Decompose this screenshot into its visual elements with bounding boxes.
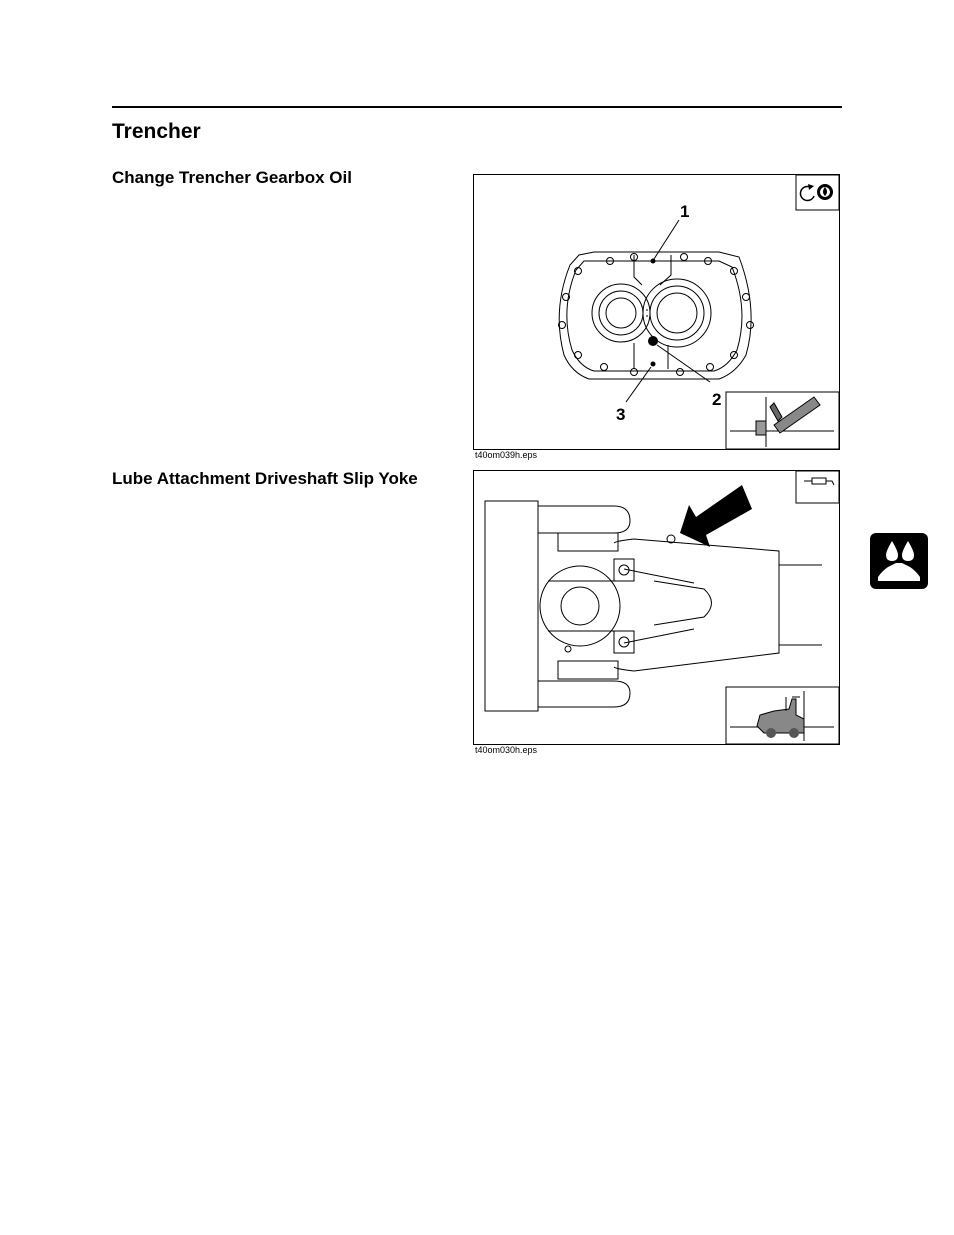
slip-yoke-figure — [473, 470, 840, 745]
change-oil-icon — [795, 175, 839, 211]
procedure-heading-gearbox-oil: Change Trencher Gearbox Oil — [112, 168, 352, 187]
level-plug — [648, 336, 658, 346]
figure-caption-gearbox: t40om039h.eps — [475, 450, 538, 460]
callout-3: 3 — [616, 405, 625, 424]
callout-2: 2 — [712, 390, 721, 409]
slip-yoke-assembly — [538, 505, 822, 708]
lube-point-arrow — [680, 485, 752, 547]
maintenance-thumb-tab — [870, 533, 928, 589]
tractor-location-icon — [725, 686, 839, 744]
procedure-heading-slip-yoke: Lube Attachment Driveshaft Slip Yoke — [112, 469, 418, 488]
gearbox-housing — [558, 251, 754, 380]
grease-gun-icon — [795, 471, 839, 504]
section-title: Trencher — [112, 120, 201, 143]
trencher-attachment-icon — [725, 391, 839, 449]
fluids-maintenance-icon — [878, 541, 920, 581]
header-rule — [112, 106, 842, 108]
fill-plug — [650, 258, 656, 264]
callout-1: 1 — [680, 202, 689, 221]
drain-plug — [650, 361, 656, 367]
gearbox-figure: 1 2 3 — [473, 174, 840, 450]
figure-caption-slip-yoke: t40om030h.eps — [475, 745, 538, 755]
